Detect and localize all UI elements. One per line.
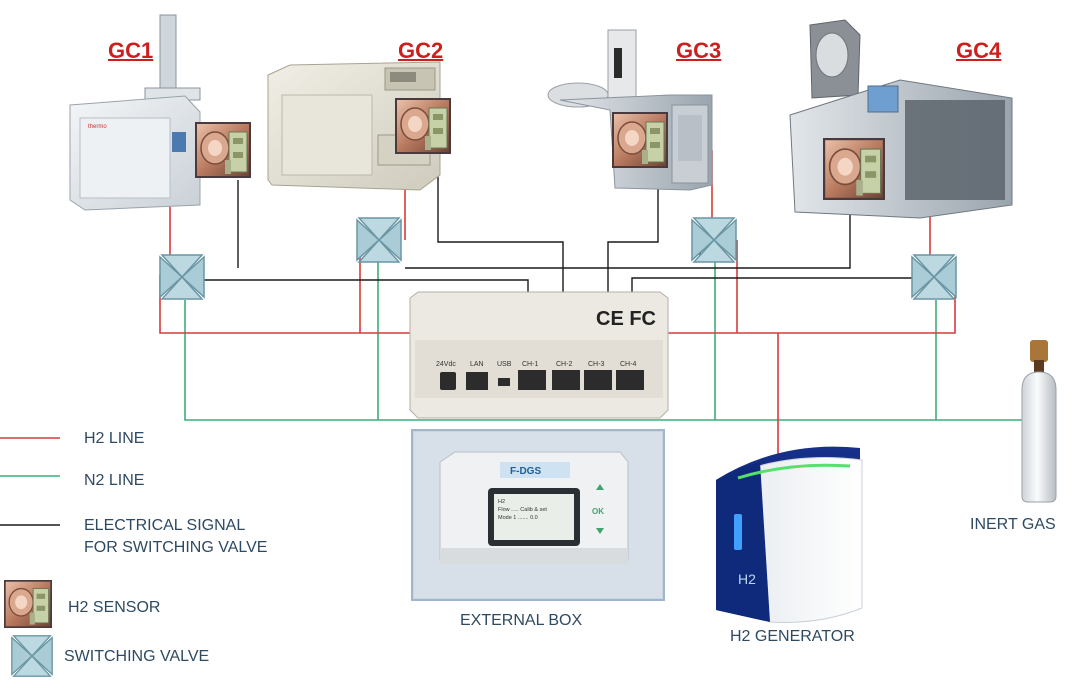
valve-gc3 — [691, 217, 737, 263]
gc2-instrument — [267, 61, 441, 191]
display-line-1: H2 — [498, 499, 505, 505]
external-box-caption: EXTERNAL BOX — [460, 612, 583, 629]
hub-box — [409, 291, 669, 419]
signal-gc4-sensor — [405, 200, 851, 269]
gc1-instrument: thermo — [69, 14, 201, 211]
h2-generator-caption: H2 GENERATOR — [730, 628, 855, 645]
hub-port-usb: USB — [497, 361, 512, 368]
hub-port-ch3: CH-3 — [588, 361, 604, 368]
signal-ch4 — [631, 277, 912, 368]
legend-sensor-icon — [4, 580, 52, 628]
valve-gc1 — [159, 254, 205, 300]
hub-marking: CE FC — [596, 308, 656, 330]
display-ok: OK — [592, 507, 604, 516]
hub-port-24vdc: 24Vdc — [436, 361, 456, 368]
legend-sensor-label: H2 SENSOR — [68, 599, 161, 616]
gc3-h2-sensor — [612, 112, 668, 168]
display-line-2: Flow ..... Calib & set — [498, 507, 547, 513]
gc1-label: GC1 — [108, 38, 154, 63]
gc3-label: GC3 — [676, 38, 722, 63]
legend-symbols — [0, 437, 60, 677]
display-line-3: Mode 1 ....... 0.0 — [498, 515, 538, 521]
valve-gc4 — [911, 254, 957, 300]
gc1-h2-sensor — [195, 122, 251, 178]
inert-gas-caption: INERT GAS — [970, 516, 1056, 533]
hub-port-ch4: CH-4 — [620, 361, 636, 368]
hub-port-ch1: CH-1 — [522, 361, 538, 368]
inert-gas-cylinder — [1021, 340, 1057, 503]
hub-port-ch2: CH-2 — [556, 361, 572, 368]
legend-valve-icon — [11, 635, 53, 677]
legend-h2-label: H2 LINE — [84, 430, 145, 447]
gc4-h2-sensor — [823, 138, 885, 200]
external-box-photo — [411, 429, 665, 601]
valve-gc2 — [356, 217, 402, 263]
legend-n2-label: N2 LINE — [84, 472, 145, 489]
h2-generator: H2 — [716, 446, 863, 623]
generator-mark: H2 — [738, 571, 756, 587]
legend-valve-label: SWITCHING VALVE — [64, 648, 210, 665]
gc2-label: GC2 — [398, 38, 444, 63]
legend-signal-label-2: FOR SWITCHING VALVE — [84, 539, 268, 556]
n2-main-line — [184, 300, 1040, 421]
n2-lines — [184, 262, 1040, 421]
legend-signal-label-1: ELECTRICAL SIGNAL — [84, 517, 246, 534]
external-box-brand: F-DGS — [510, 466, 541, 477]
gc4-label: GC4 — [956, 38, 1002, 63]
gc2-h2-sensor — [395, 98, 451, 154]
hub-port-lan: LAN — [470, 361, 484, 368]
svg-text:thermo: thermo — [88, 124, 107, 130]
